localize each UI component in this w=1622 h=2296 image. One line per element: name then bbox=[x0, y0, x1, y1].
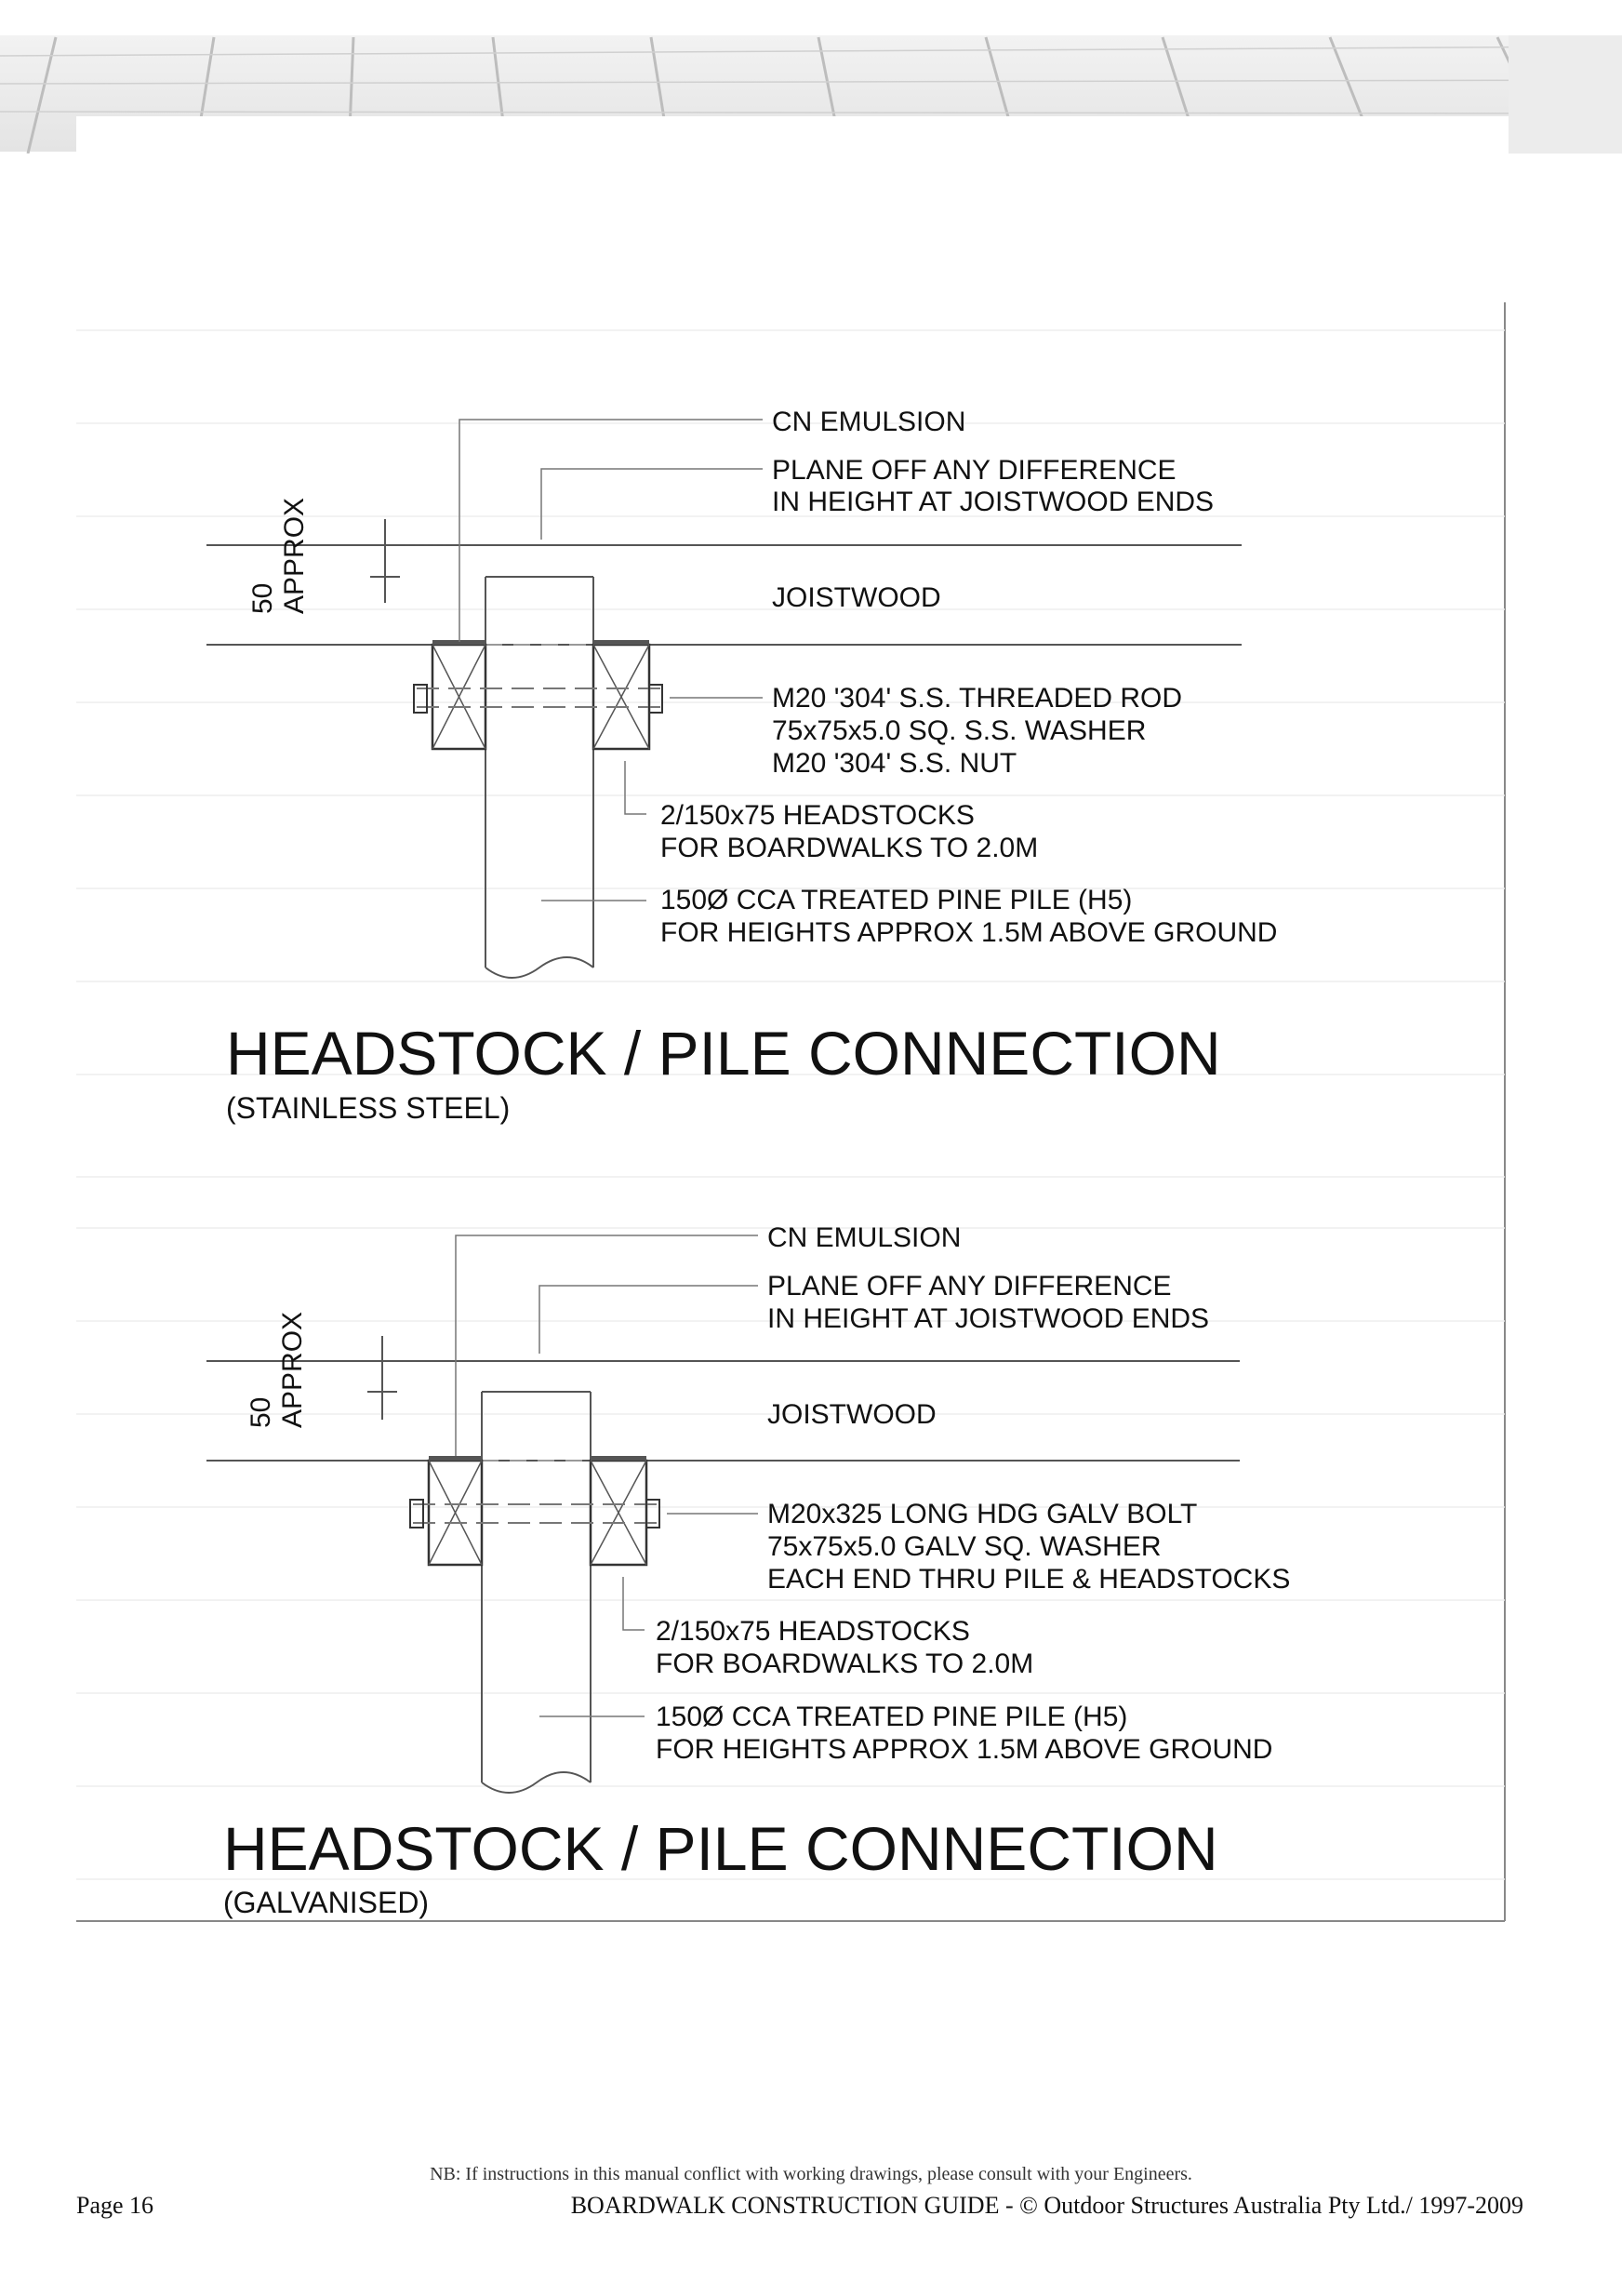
label-plane-off-line-1: PLANE OFF ANY DIFFERENCE bbox=[767, 1271, 1172, 1302]
detail-title: HEADSTOCK / PILE CONNECTION bbox=[223, 1814, 1218, 1883]
label-headstocks-line-2: FOR BOARDWALKS TO 2.0M bbox=[660, 833, 1038, 863]
pile bbox=[485, 576, 594, 979]
headstock-left bbox=[427, 1456, 484, 1567]
detail-subtitle: (STAINLESS STEEL) bbox=[226, 1091, 510, 1125]
label-fixing-line-1: M20 '304' S.S. THREADED ROD bbox=[772, 683, 1182, 714]
label-fixing-line-3: M20 '304' S.S. NUT bbox=[772, 748, 1017, 779]
detail-title: HEADSTOCK / PILE CONNECTION bbox=[226, 1019, 1221, 1088]
label-plane-off-line-2: IN HEIGHT AT JOISTWOOD ENDS bbox=[767, 1303, 1209, 1334]
dimension-note: APPROX bbox=[277, 1312, 308, 1428]
dimension-note: APPROX bbox=[279, 498, 310, 614]
dimension-value: 50 bbox=[246, 1397, 276, 1428]
label-fixing-line-3: EACH END THRU PILE & HEADSTOCKS bbox=[767, 1564, 1290, 1595]
headstock-left bbox=[431, 640, 487, 751]
label-pile-line-2: FOR HEIGHTS APPROX 1.5M ABOVE GROUND bbox=[660, 917, 1277, 948]
threaded-rod bbox=[413, 684, 668, 714]
pile bbox=[481, 1391, 592, 1794]
footer-copyright: BOARDWALK CONSTRUCTION GUIDE - © Outdoor… bbox=[570, 2192, 1523, 2219]
footer-note: NB: If instructions in this manual confl… bbox=[430, 2164, 1192, 2184]
headstock-right bbox=[589, 1456, 648, 1567]
label-plane-off-line-1: PLANE OFF ANY DIFFERENCE bbox=[772, 455, 1177, 486]
label-plane-off-line-2: IN HEIGHT AT JOISTWOOD ENDS bbox=[772, 487, 1214, 517]
label-pile-line-1: 150Ø CCA TREATED PINE PILE (H5) bbox=[660, 885, 1132, 915]
label-fixing-line-2: 75x75x5.0 GALV SQ. WASHER bbox=[767, 1531, 1162, 1562]
label-cn-emulsion: CN EMULSION bbox=[767, 1222, 961, 1253]
header-banner bbox=[0, 35, 1622, 154]
label-joistwood: JOISTWOOD bbox=[772, 582, 941, 613]
label-fixing-line-1: M20x325 LONG HDG GALV BOLT bbox=[767, 1499, 1197, 1529]
headstock-right bbox=[592, 640, 651, 751]
label-pile-line-2: FOR HEIGHTS APPROX 1.5M ABOVE GROUND bbox=[656, 1734, 1272, 1765]
galv-bolt bbox=[409, 1499, 665, 1528]
label-fixing-line-2: 75x75x5.0 SQ. S.S. WASHER bbox=[772, 715, 1146, 746]
page-number: Page 16 bbox=[76, 2192, 154, 2219]
label-cn-emulsion: CN EMULSION bbox=[772, 407, 965, 437]
label-pile-line-1: 150Ø CCA TREATED PINE PILE (H5) bbox=[656, 1702, 1127, 1732]
label-headstocks-line-1: 2/150x75 HEADSTOCKS bbox=[660, 800, 975, 831]
detail-galvanised: 50 APPROX CN EMU bbox=[76, 1222, 1505, 1919]
label-headstocks-line-1: 2/150x75 HEADSTOCKS bbox=[656, 1616, 970, 1647]
label-joistwood: JOISTWOOD bbox=[767, 1399, 937, 1430]
detail-subtitle: (GALVANISED) bbox=[223, 1886, 429, 1919]
label-headstocks-line-2: FOR BOARDWALKS TO 2.0M bbox=[656, 1649, 1033, 1679]
detail-stainless-steel: 50 APPROX bbox=[76, 329, 1505, 1178]
dimension-value: 50 bbox=[247, 583, 278, 614]
